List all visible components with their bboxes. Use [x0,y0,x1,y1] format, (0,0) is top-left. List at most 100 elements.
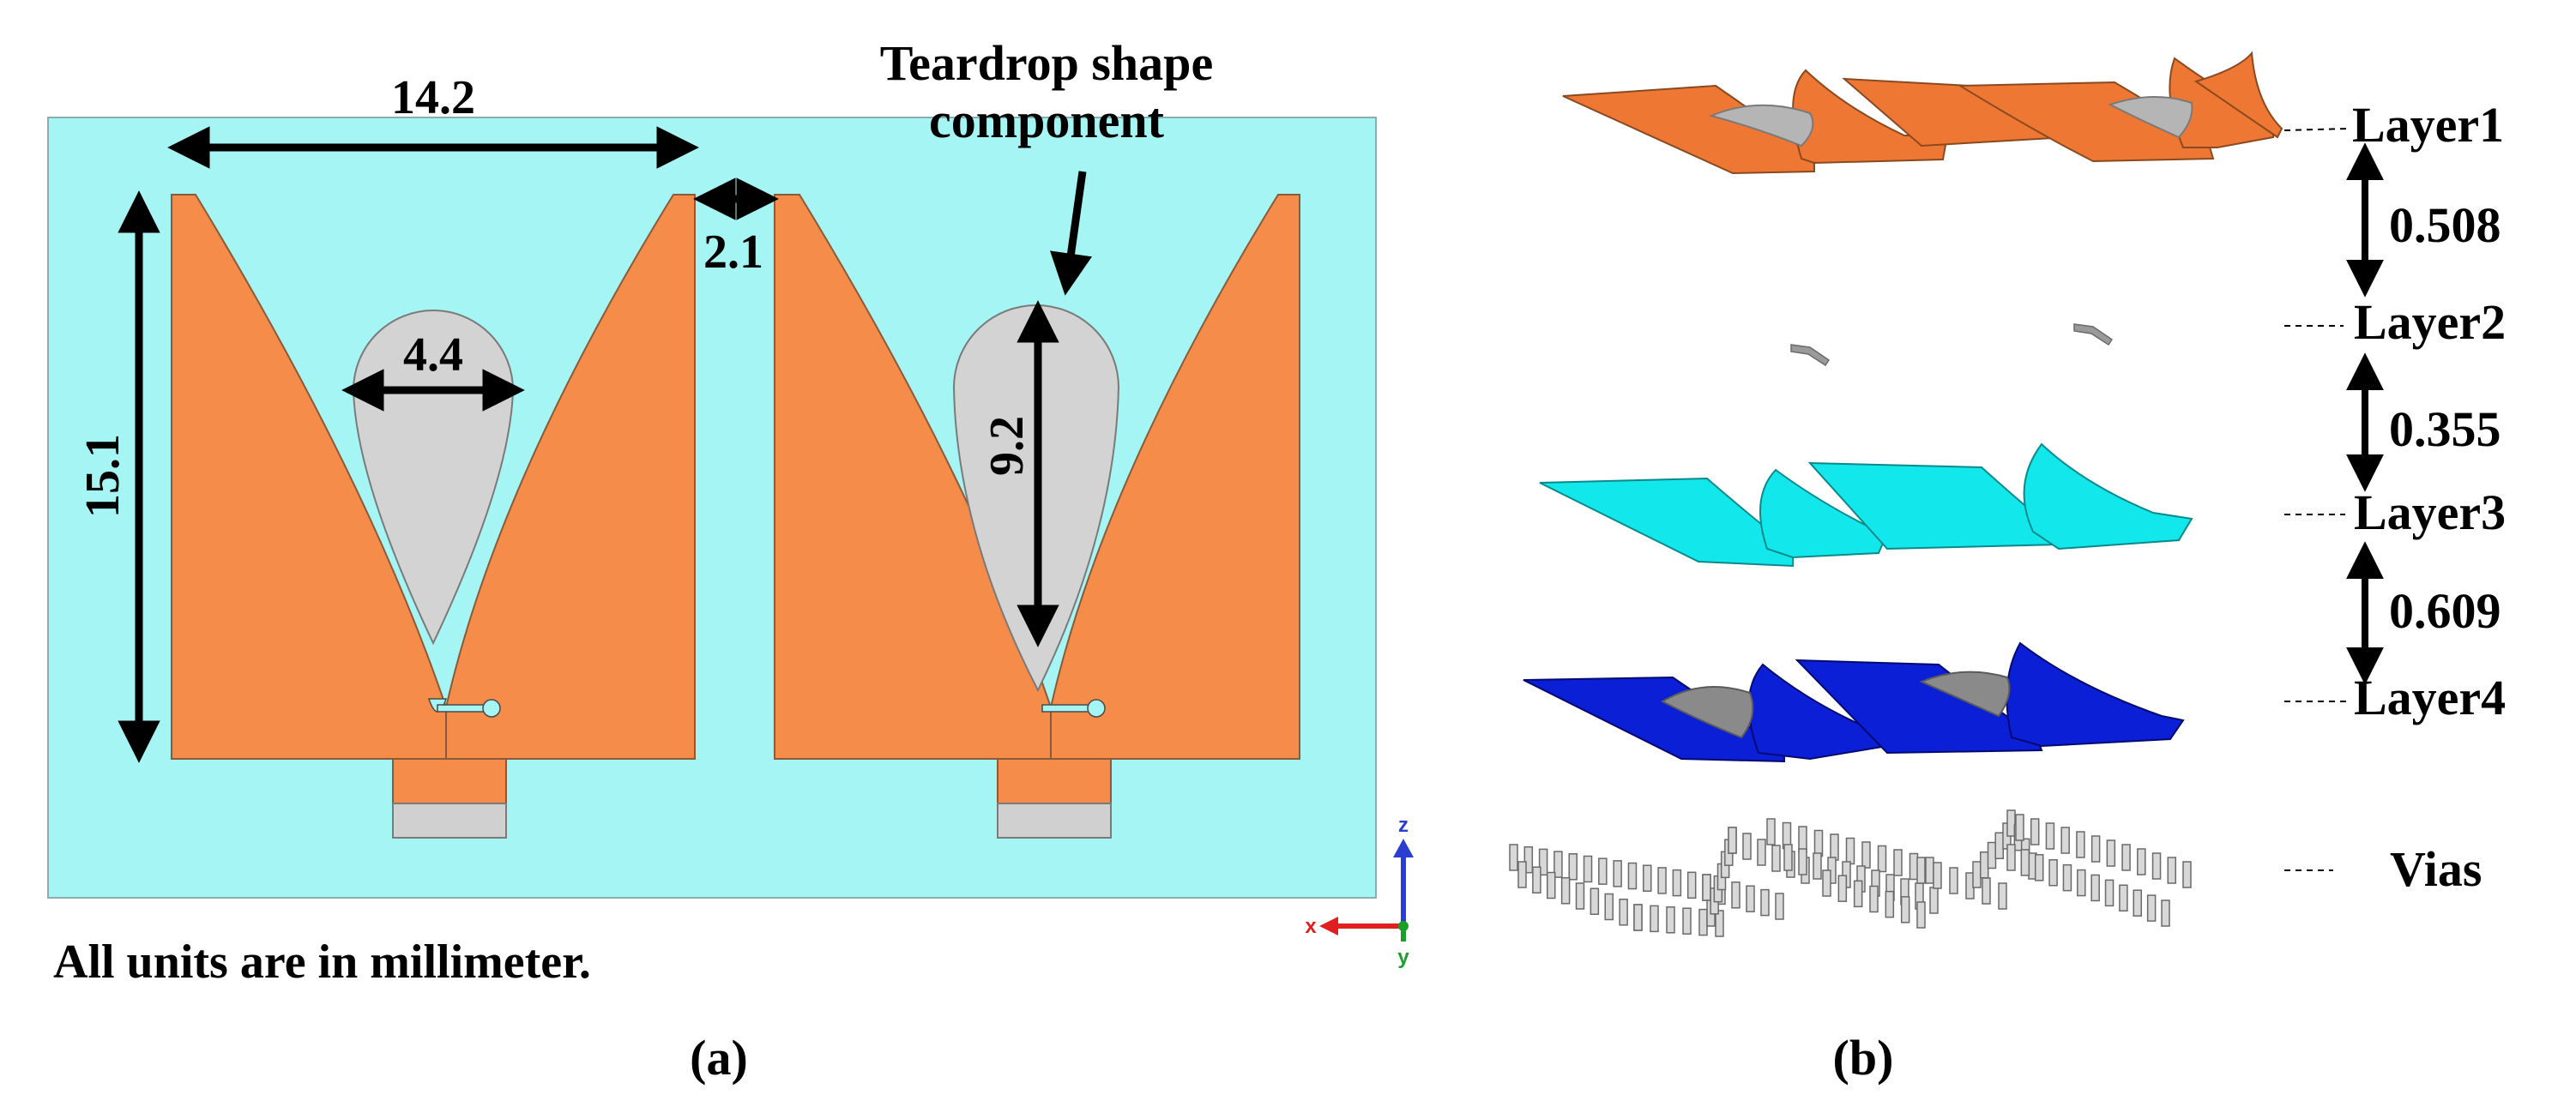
via-pillar [1715,910,1724,937]
via-pillar [2121,844,2131,871]
dim-label-gap: 2.1 [703,226,763,279]
feed-tab [997,758,1112,804]
via-pillar [1982,877,1991,905]
label-vias: Vias [2390,841,2482,897]
via-pillar [1650,905,1659,933]
via-pillar [2076,831,2085,858]
via-pillar [1900,896,1910,923]
panel-b-layer-stack: Layer1 Layer2 Layer3 Layer4 Vias 0.508 0… [1509,51,2506,1086]
via-pillar [1925,857,1934,884]
via-pillar [2106,839,2116,867]
via-pillar [1830,833,1839,861]
via-pillar [1575,882,1585,910]
via-pillar [1813,829,1824,857]
via-pillar [1598,857,1608,885]
copper-flare-right [445,194,696,760]
dim-label-height: 15.1 [76,434,130,518]
via-pillar [1604,893,1614,921]
leader-line-layer1 [2283,128,2350,131]
via-pillar [1980,851,1989,879]
via-pillar [2006,809,2016,837]
via-pillar [1742,833,1752,860]
via-pillar [1633,904,1643,931]
via-pillar [1613,860,1622,887]
dim-label-teardrop-length: 9.2 [980,416,1034,476]
dim-label-teardrop-width: 4.4 [403,328,463,382]
via-pillar [1702,874,1711,901]
feed-stub [482,699,501,718]
via-pillar [2060,827,2070,854]
via-pillar [2161,899,2170,927]
via-pillar [1686,871,1697,899]
via-pillar [1568,853,1578,881]
via-pillar [1698,908,1708,936]
via-pillar [1916,901,1926,929]
port-pad [392,803,507,839]
via-pillar [1845,837,1855,865]
panel-b-caption: (b) [1833,1030,1894,1086]
via-pillar [1885,890,1895,918]
via-pillar [1517,861,1527,888]
label-layer4: Layer4 [2354,670,2506,725]
callout-arrow [1050,171,1093,296]
feed-line [1041,704,1090,713]
via-pillar [1538,848,1548,876]
axis-label-y: y [1397,946,1409,969]
callout-title-line1: Teardrop shape [880,35,1213,91]
copper-flare-left [774,194,1052,760]
via-pillar [2146,894,2157,922]
panel-a-top-view: 14.2 2.1 15.1 4.4 9.2 Teardrop shape com… [47,35,1414,1086]
vias-array [1509,809,2192,937]
port-pad [997,803,1112,839]
spacing-label-1-2: 0.508 [2389,197,2501,253]
layer2-shape [1790,323,2114,367]
via-pillar [1766,818,1776,845]
via-pillar [2030,818,2040,845]
feed-stub [1087,699,1106,718]
via-pillar [1672,869,1682,897]
via-pillar [1949,867,1958,894]
via-pillar [1933,862,1942,889]
via-pillar [1813,852,1822,880]
via-pillar [1929,887,1939,914]
spacing-label-3-4: 0.609 [2389,583,2501,639]
callout-title-line2: component [929,93,1165,148]
via-pillar [1837,875,1848,902]
via-pillar [1893,849,1903,876]
via-pillar [2006,844,2016,871]
via-pillar [1994,832,2004,859]
via-pillar [1583,855,1593,883]
via-pillar [2090,835,2101,863]
via-pillar [2015,814,2024,841]
via-pillar [2034,854,2044,881]
via-pillar [2104,879,2114,907]
via-pillar [1627,862,1638,890]
via-pillar [2182,861,2192,888]
via-pillar [1822,869,1831,897]
feed-tab [392,758,507,804]
via-pillar [1861,841,1871,869]
via-pillar [1532,866,1541,893]
via-pillar [2020,849,2030,876]
label-layer1: Layer1 [2352,97,2504,153]
via-pillar [1877,845,1887,873]
via-pillar [2137,848,2146,875]
via-pillar [1775,893,1784,920]
via-pillar [1560,877,1571,905]
via-pillar [1760,888,1770,917]
via-pillar [1972,861,1982,888]
via-pillar [2062,863,2072,892]
copper-flare-right [1050,194,1300,760]
via-pillar [1909,852,1919,881]
via-pillar [1657,867,1667,894]
via-pillar [1746,885,1755,912]
panel-a-caption: (a) [690,1030,748,1086]
copper-flare-left [171,194,447,760]
via-pillar [1590,887,1600,915]
via-pillar [1783,844,1793,871]
via-pillar [1509,844,1518,871]
spacing-label-2-3: 0.355 [2389,401,2501,457]
via-pillar [2090,874,2100,902]
layer1-shape [1562,51,2283,175]
via-pillar [1757,839,1766,866]
